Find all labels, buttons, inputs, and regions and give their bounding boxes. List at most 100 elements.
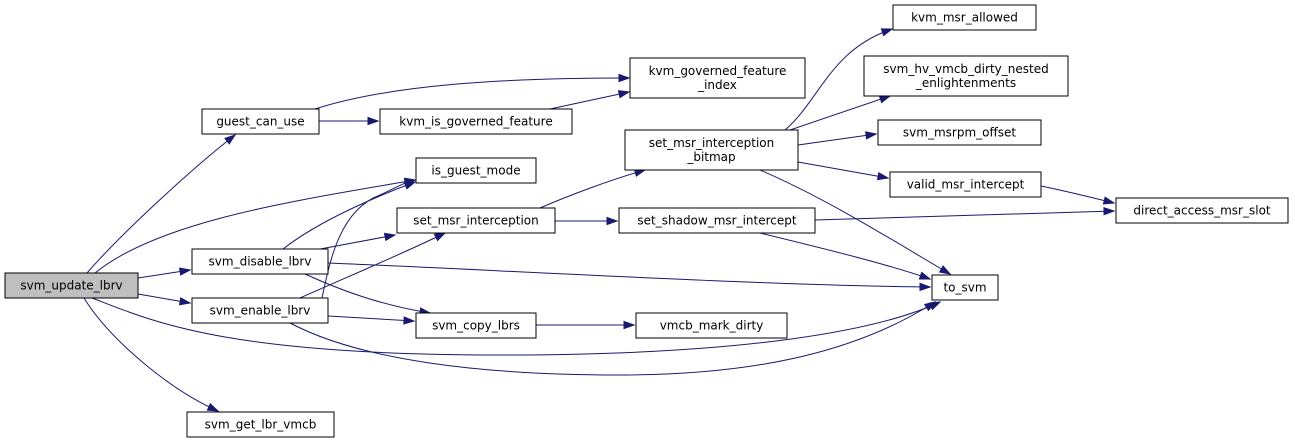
edge-svm_disable_lbrv-to-to_svm [327,262,932,292]
edge-set_msr_interception_bitmap-to-svm_msrpm_offset [797,131,878,146]
edge-line [797,133,877,146]
node-box[interactable] [618,207,816,234]
node-box[interactable] [1115,197,1289,224]
node-label: kvm_msr_allowed [911,11,1018,25]
node-label: kvm_is_governed_feature [399,115,552,129]
node-box[interactable] [186,411,335,438]
edge-svm_disable_lbrv-to-set_msr_interception [314,232,397,251]
edge-line [1040,185,1115,204]
node-box[interactable] [191,297,329,324]
node-is-guest-mode[interactable]: is_guest_mode [415,157,537,184]
edge-svm_enable_lbrv-to-set_msr_interception [299,232,447,299]
node-box[interactable] [201,108,320,135]
node-label: vmcb_mark_dirty [660,319,764,333]
node-label: set_msr_interception [649,136,775,150]
node-label: _index [697,78,737,92]
edge-line [91,297,941,356]
edge-set_msr_interception-to-set_shadow_msr_intercept [555,216,619,226]
arrowhead [224,134,237,145]
arrowhead [1103,206,1116,216]
arrowhead [1102,196,1116,205]
edge-line [327,262,931,288]
node-set-shadow-msr-intercept[interactable]: set_shadow_msr_intercept [618,207,816,234]
node-svm-copy-lbrs[interactable]: svm_copy_lbrs [415,312,537,339]
node-direct-access-msr-slot[interactable]: direct_access_msr_slot [1115,197,1289,224]
arrowhead [880,28,894,37]
node-box[interactable] [415,312,537,339]
node-svm-disable-lbrv[interactable]: svm_disable_lbrv [191,248,329,275]
node-svm-enable-lbrv[interactable]: svm_enable_lbrv [191,297,329,324]
node-svm-msrpm-offset[interactable]: svm_msrpm_offset [877,119,1042,146]
node-box[interactable] [635,312,788,339]
node-kvm-governed-feature-index[interactable]: kvm_governed_feature_index [629,57,806,99]
arrowhead [617,90,631,99]
node-svm-get-lbr-vmcb[interactable]: svm_get_lbr_vmcb [186,411,335,438]
arrowhead [878,95,892,104]
node-svm-hv-vmcb-dirty-nested-enlightenments[interactable]: svm_hv_vmcb_dirty_nested_enlightenments [863,55,1069,97]
edge-guest_can_use-to-kvm_governed_feature_index [314,73,631,110]
node-svm-update-lbrv[interactable]: svm_update_lbrv [4,272,139,299]
arrowhead [923,301,937,312]
edge-set_shadow_msr_intercept-to-direct_access_msr_slot [814,206,1116,221]
edge-svm_update_lbrv-to-svm_disable_lbrv [137,267,192,279]
node-box[interactable] [931,274,999,301]
node-label: direct_access_msr_slot [1133,204,1271,218]
edge-line [304,273,431,314]
edge-line [327,315,415,322]
node-box[interactable] [379,108,573,135]
node-set-msr-interception[interactable]: set_msr_interception [396,207,556,234]
node-box[interactable] [396,207,556,234]
node-box[interactable] [889,171,1042,198]
node-box[interactable] [191,248,329,275]
node-box[interactable] [415,157,537,184]
arrowhead [919,282,932,292]
node-label: _bitmap [686,150,735,164]
node-box[interactable] [4,272,139,299]
edge-svm_update_lbrv-to-guest_can_use [86,134,237,274]
arrowhead [938,265,952,275]
node-label: to_svm [943,281,986,295]
edge-line [759,169,951,275]
node-vmcb-mark-dirty[interactable]: vmcb_mark_dirty [635,312,788,339]
edge-svm_enable_lbrv-to-svm_copy_lbrs [327,315,416,325]
edge-svm_enable_lbrv-to-is_guest_mode [321,177,417,299]
node-guest-can-use[interactable]: guest_can_use [201,108,320,135]
node-label: svm_copy_lbrs [432,319,520,333]
edge-line [784,28,893,131]
node-valid-msr-intercept[interactable]: valid_msr_intercept [889,171,1042,198]
arrowhead [876,172,890,181]
edge-line [321,179,416,299]
node-box[interactable] [629,57,806,99]
edge-svm_disable_lbrv-to-is_guest_mode [282,181,417,250]
node-box[interactable] [624,129,799,171]
edge-valid_msr_intercept-to-direct_access_msr_slot [1040,185,1116,205]
edge-line [814,210,1115,221]
edge-line [539,169,646,209]
edge-svm_copy_lbrs-to-vmcb_mark_dirty [536,320,636,330]
edge-svm_enable_lbrv-to-to_svm [289,301,937,376]
node-label: svm_get_lbr_vmcb [205,418,317,432]
node-box[interactable] [877,119,1042,146]
edge-set_shadow_msr_intercept-to-to_svm [759,232,932,280]
edge-kvm_is_governed_feature-to-kvm_governed_feature_index [549,90,631,110]
node-kvm-msr-allowed[interactable]: kvm_msr_allowed [892,4,1037,31]
node-kvm-is-governed-feature[interactable]: kvm_is_governed_feature [379,108,573,135]
edge-set_msr_interception_bitmap-to-valid_msr_intercept [797,161,890,181]
node-label: kvm_governed_feature [649,64,787,78]
arrowhead [623,320,636,330]
node-set-msr-interception-bitmap[interactable]: set_msr_interception_bitmap [624,129,799,171]
arrowhead [918,271,932,280]
edge-set_msr_interception_bitmap-to-svm_hv_vmcb_dirty_nested_enlightenments [789,95,892,131]
edge-line [86,134,236,274]
node-label: svm_hv_vmcb_dirty_nested [883,62,1048,76]
node-box[interactable] [892,4,1037,31]
node-label: svm_disable_lbrv [209,255,312,269]
node-box[interactable] [863,55,1069,97]
node-to-svm[interactable]: to_svm [931,274,999,301]
edge-line [759,232,931,280]
arrowhead [433,232,447,242]
edge-line [797,161,889,179]
edge-line [789,95,891,131]
arrowhead [178,297,192,306]
